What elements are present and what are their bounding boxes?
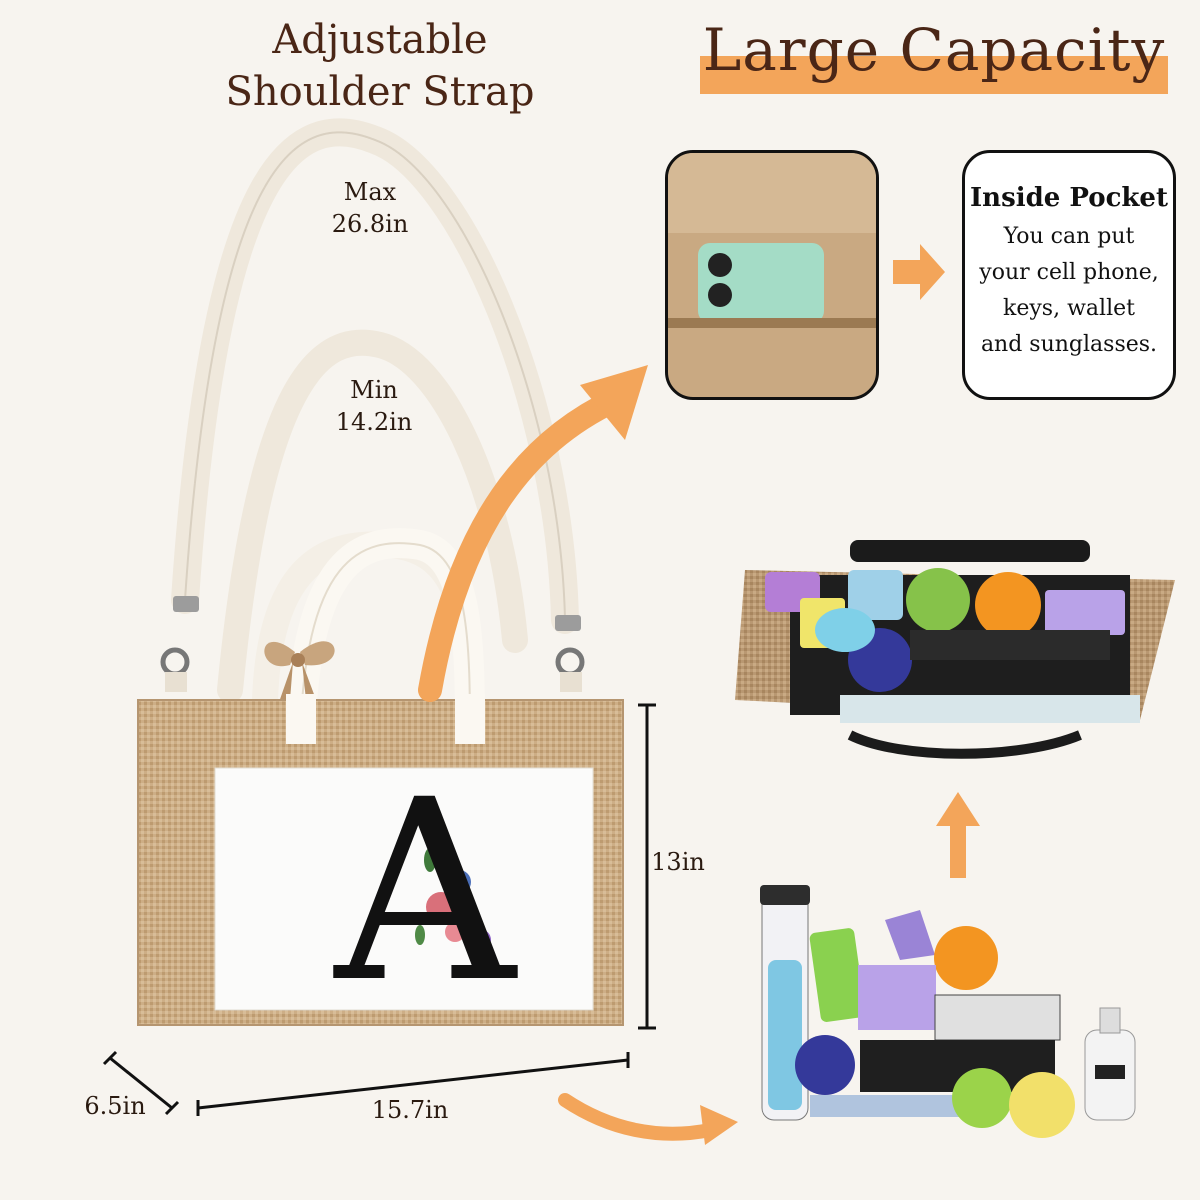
flower-decoration bbox=[415, 848, 491, 951]
dimension-depth-label: 6.5in bbox=[84, 1092, 146, 1120]
strap-max-label: Max 26.8in bbox=[310, 176, 430, 240]
strap-max-value: 26.8in bbox=[331, 210, 409, 238]
pocket-line2: your cell phone, bbox=[979, 260, 1159, 285]
dimension-depth-line bbox=[102, 1050, 180, 1116]
tote-handle-tab-right bbox=[455, 694, 485, 744]
pocket-top-fabric bbox=[668, 153, 876, 233]
strap-title-line2: Shoulder Strap bbox=[225, 69, 535, 115]
items-side-view bbox=[760, 885, 1136, 1138]
capacity-title-highlight bbox=[700, 56, 1168, 94]
tote-white-panel bbox=[214, 767, 594, 1011]
curved-arrow-up bbox=[418, 388, 627, 702]
pocket-line1: You can put bbox=[1003, 224, 1135, 249]
strap-title-line1: Adjustable bbox=[272, 17, 488, 63]
right-arrow bbox=[893, 244, 945, 300]
phone-icon bbox=[698, 243, 824, 323]
curved-arrow-bottom-head bbox=[700, 1105, 738, 1145]
strap-buckle-right bbox=[555, 615, 581, 631]
curved-arrow-up-head bbox=[580, 365, 648, 440]
dimension-height-line bbox=[638, 703, 656, 1030]
strap-min-value: 14.2in bbox=[335, 408, 413, 436]
strap-title: Adjustable Shoulder Strap bbox=[190, 14, 570, 118]
pocket-title: Inside Pocket bbox=[970, 183, 1168, 213]
curved-arrow-bottom bbox=[558, 1093, 717, 1141]
strap-buckle-left bbox=[173, 596, 199, 612]
tote-handle-tab-left bbox=[286, 694, 316, 744]
pocket-seam bbox=[668, 318, 876, 328]
ribbon-bow bbox=[264, 641, 335, 705]
pocket-line4: and sunglasses. bbox=[980, 332, 1158, 357]
strap-min-label-text: Min bbox=[350, 376, 398, 404]
dimension-width-line bbox=[196, 1052, 630, 1116]
short-strap bbox=[217, 329, 528, 703]
capacity-title: Large Capacity bbox=[702, 16, 1166, 84]
strap-max-label-text: Max bbox=[343, 178, 397, 206]
inside-pocket-photo bbox=[665, 150, 879, 400]
bag-letter: A bbox=[334, 746, 516, 1037]
strap-min-label: Min 14.2in bbox=[314, 374, 434, 438]
dimension-width-label: 15.7in bbox=[371, 1096, 449, 1124]
dimension-height-label: 13in bbox=[651, 848, 705, 876]
inside-pocket-card: Inside Pocket You can put your cell phon… bbox=[962, 150, 1176, 400]
bag-top-view bbox=[735, 540, 1175, 759]
pocket-line3: keys, wallet bbox=[1003, 296, 1135, 321]
up-arrow bbox=[936, 792, 980, 878]
